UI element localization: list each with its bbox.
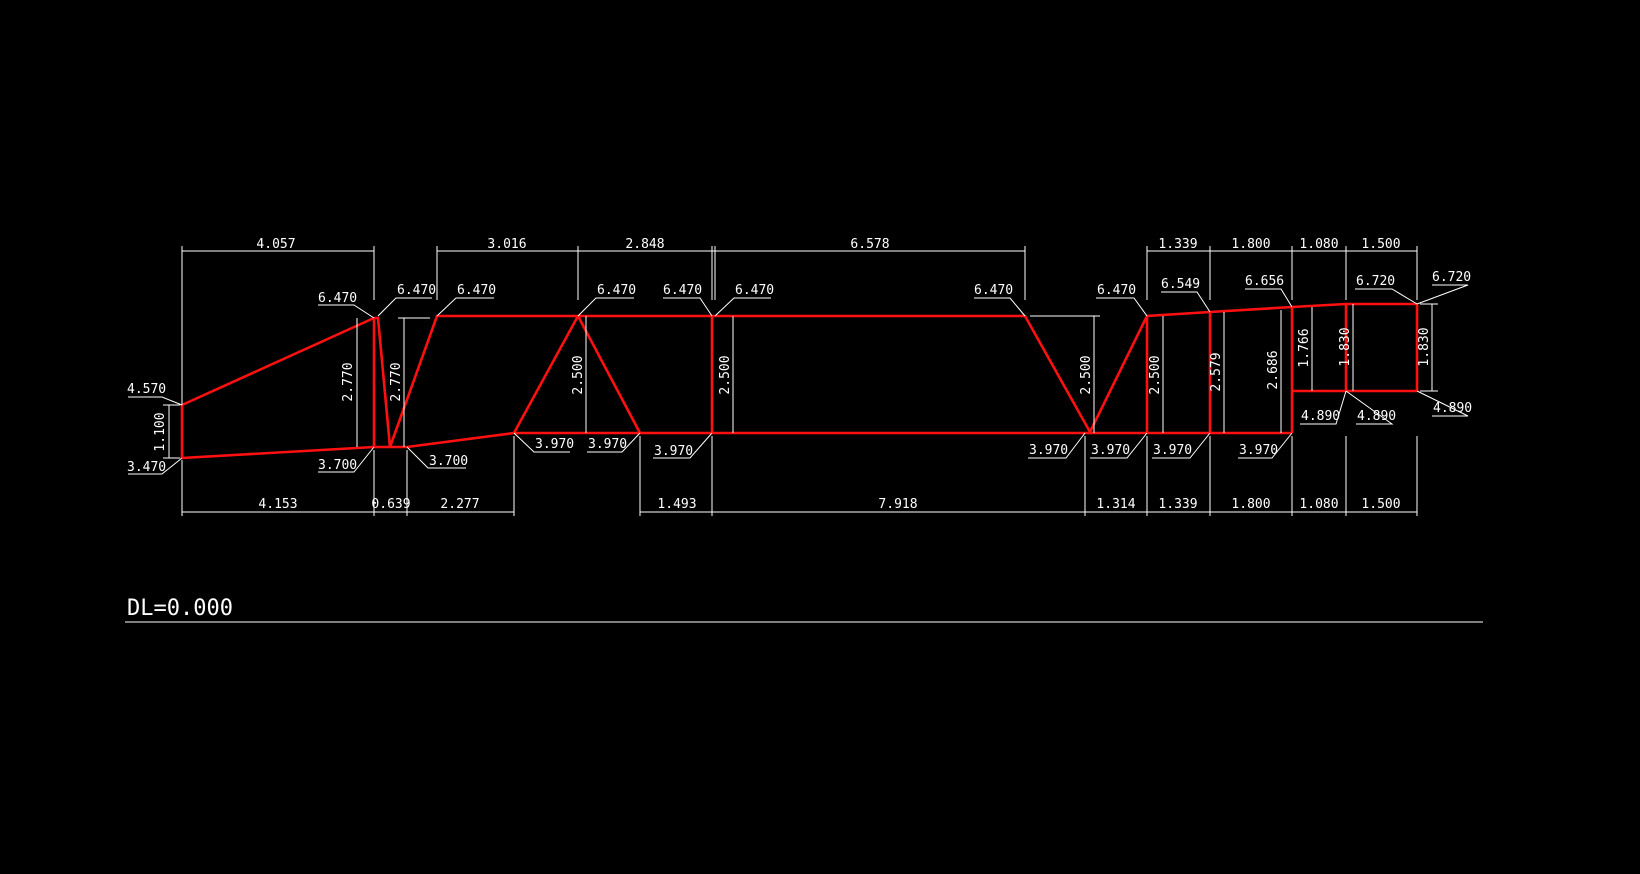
height-dim-label: 1.766 xyxy=(1297,328,1312,367)
bottom-dim-label: 1.493 xyxy=(657,497,696,512)
cross-section-profile xyxy=(180,302,1419,460)
top-dim-label: 1.339 xyxy=(1158,237,1197,252)
bottom-dim-label: 7.918 xyxy=(878,497,917,512)
top-dimension-labels: 4.057 3.016 2.848 6.578 1.339 1.800 1.08… xyxy=(256,237,1400,252)
top-elevation-label: 6.720 xyxy=(1432,270,1471,285)
bottom-elevation-label: 3.700 xyxy=(429,454,468,469)
bottom-elevation-label: 4.890 xyxy=(1357,409,1396,424)
height-dim-label: 2.500 xyxy=(571,355,586,394)
height-dim-label: 1.830 xyxy=(1417,327,1432,366)
bottom-elevation-label: 3.700 xyxy=(318,458,357,473)
top-elevation-label: 4.570 xyxy=(127,382,166,397)
height-dimension-labels: 1.100 2.770 2.770 2.500 2.500 2.500 2.50… xyxy=(153,327,1432,451)
datum-level-label: DL=0.000 xyxy=(127,596,233,621)
top-dim-label: 4.057 xyxy=(256,237,295,252)
top-dim-label: 1.080 xyxy=(1299,237,1338,252)
height-dim-label: 2.686 xyxy=(1266,350,1281,389)
top-elevation-label: 6.470 xyxy=(318,291,357,306)
height-dim-label: 2.500 xyxy=(718,355,733,394)
bottom-dim-label: 0.639 xyxy=(371,497,410,512)
top-elevation-label: 6.470 xyxy=(663,283,702,298)
bottom-elevation-label: 3.970 xyxy=(1239,443,1278,458)
height-dim-label: 2.579 xyxy=(1209,352,1224,391)
bottom-dim-label: 1.314 xyxy=(1096,497,1135,512)
bottom-dim-label: 2.277 xyxy=(440,497,479,512)
top-elevation-labels: 4.570 6.470 6.470 6.470 6.470 6.470 6.47… xyxy=(127,270,1471,397)
top-dim-label: 2.848 xyxy=(625,237,664,252)
bottom-elevation-label: 4.890 xyxy=(1301,409,1340,424)
top-elevation-label: 6.656 xyxy=(1245,274,1284,289)
top-elevation-label: 6.470 xyxy=(397,283,436,298)
bottom-elevation-label: 3.970 xyxy=(654,444,693,459)
top-dim-label: 1.800 xyxy=(1231,237,1270,252)
profile-bottom-edge xyxy=(181,431,1292,460)
bottom-elevation-label: 3.470 xyxy=(127,460,166,475)
top-elevation-label: 6.549 xyxy=(1161,277,1200,292)
bottom-elevation-label: 3.970 xyxy=(588,437,627,452)
bottom-elevation-labels: 3.470 3.700 3.700 3.970 3.970 3.970 3.97… xyxy=(127,401,1472,475)
dimension-lines xyxy=(125,246,1483,623)
bottom-elevation-label: 3.970 xyxy=(1153,443,1192,458)
top-elevation-label: 6.470 xyxy=(457,283,496,298)
bottom-elevation-label: 4.890 xyxy=(1433,401,1472,416)
bottom-elevation-label: 3.970 xyxy=(1029,443,1068,458)
height-dim-label: 1.100 xyxy=(153,412,168,451)
bottom-dim-label: 4.153 xyxy=(258,497,297,512)
profile-top-edge xyxy=(181,302,1417,448)
bottom-elevation-label: 3.970 xyxy=(1091,443,1130,458)
profile-diag-left-b xyxy=(576,315,642,434)
height-dim-label: 2.770 xyxy=(389,362,404,401)
top-elevation-label: 6.470 xyxy=(735,283,774,298)
bottom-dimension-labels: 4.153 0.639 2.277 1.493 7.918 1.314 1.33… xyxy=(258,497,1400,512)
height-dim-label: 1.830 xyxy=(1338,327,1353,366)
height-dim-label: 2.500 xyxy=(1079,355,1094,394)
top-elevation-label: 6.470 xyxy=(1097,283,1136,298)
bottom-elevation-label: 3.970 xyxy=(535,437,574,452)
top-elevation-label: 6.470 xyxy=(974,283,1013,298)
bottom-dim-label: 1.800 xyxy=(1231,497,1270,512)
bottom-dim-label: 1.339 xyxy=(1158,497,1197,512)
profile-diag-left-a xyxy=(512,315,580,434)
height-dim-label: 2.500 xyxy=(1148,355,1163,394)
bottom-dim-label: 1.500 xyxy=(1361,497,1400,512)
top-elevation-label: 6.720 xyxy=(1356,274,1395,289)
top-dim-label: 1.500 xyxy=(1361,237,1400,252)
top-dim-label: 3.016 xyxy=(487,237,526,252)
top-dim-label: 6.578 xyxy=(850,237,889,252)
top-elevation-label: 6.470 xyxy=(597,283,636,298)
bottom-dim-label: 1.080 xyxy=(1299,497,1338,512)
height-dim-label: 2.770 xyxy=(341,362,356,401)
elevation-leaders xyxy=(128,284,1469,475)
